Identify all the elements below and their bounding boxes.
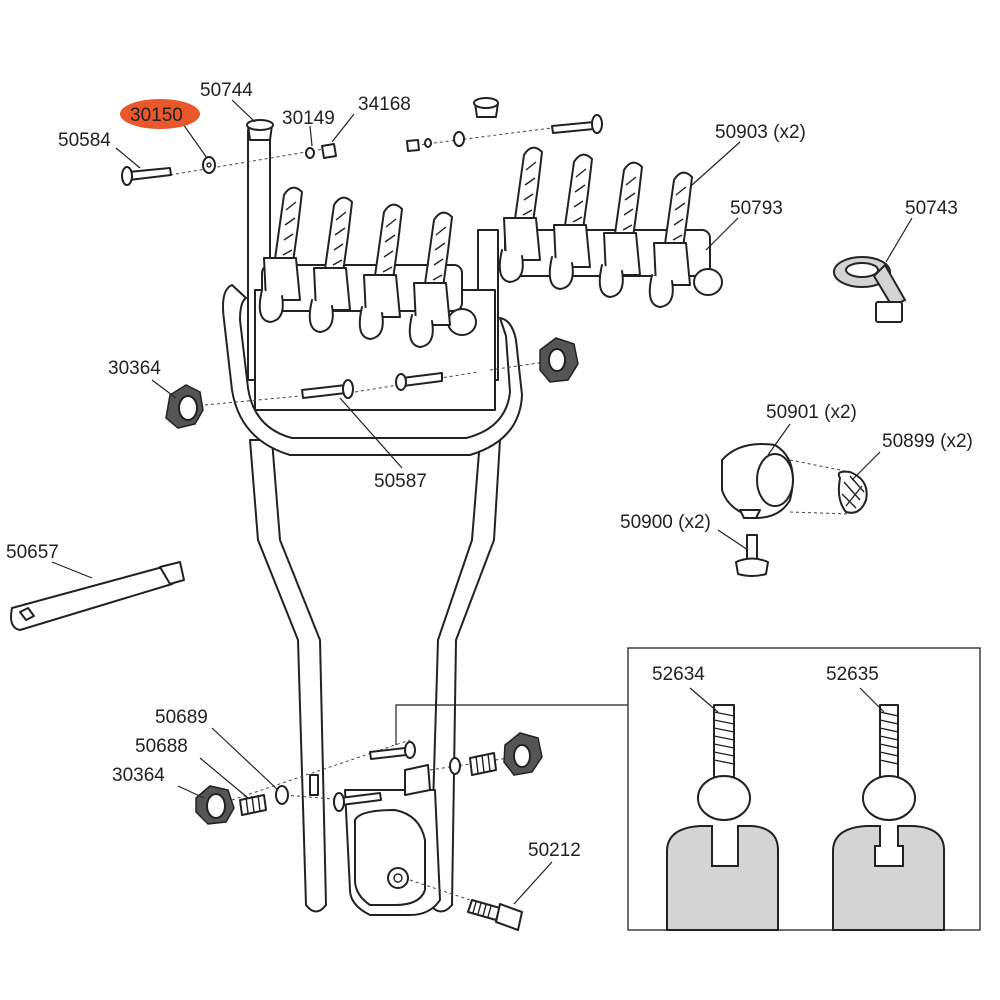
end-cap-assembly bbox=[721, 443, 868, 577]
label-50657[interactable]: 50657 bbox=[6, 542, 59, 563]
label-30364-top[interactable]: 30364 bbox=[108, 358, 161, 379]
knob-left-middle bbox=[165, 384, 204, 429]
label-50900[interactable]: 50900 (x2) bbox=[620, 512, 711, 533]
label-30364-bottom[interactable]: 30364 bbox=[112, 765, 165, 786]
wrench-part bbox=[10, 561, 185, 631]
label-50584[interactable]: 50584 bbox=[58, 130, 111, 151]
label-52634[interactable]: 52634 bbox=[652, 664, 705, 685]
label-50743[interactable]: 50743 bbox=[905, 198, 958, 219]
bolt-50212 bbox=[409, 879, 523, 931]
label-30150[interactable]: 30150 bbox=[130, 105, 183, 126]
knob-right-middle bbox=[539, 337, 579, 383]
strap-part bbox=[833, 256, 907, 323]
wheel-holders-right bbox=[498, 146, 723, 308]
top-bolt-assembly-left bbox=[121, 143, 337, 186]
label-50212[interactable]: 50212 bbox=[528, 840, 581, 861]
label-50744[interactable]: 50744 bbox=[200, 80, 253, 101]
label-50899[interactable]: 50899 (x2) bbox=[882, 431, 973, 452]
label-50793[interactable]: 50793 bbox=[730, 198, 783, 219]
label-50689[interactable]: 50689 bbox=[155, 707, 208, 728]
label-52635[interactable]: 52635 bbox=[826, 664, 879, 685]
part-labels: 50744 30150 30149 34168 50584 50903 (x2)… bbox=[6, 80, 973, 861]
highlight-badge bbox=[120, 99, 200, 129]
label-30149[interactable]: 30149 bbox=[282, 108, 335, 129]
post-caps bbox=[246, 97, 499, 141]
label-50688[interactable]: 50688 bbox=[135, 736, 188, 757]
bottom-left-knob-assembly bbox=[195, 739, 416, 825]
label-50587[interactable]: 50587 bbox=[374, 471, 427, 492]
detail-inset bbox=[395, 647, 981, 931]
label-50903[interactable]: 50903 (x2) bbox=[715, 122, 806, 143]
bottom-right-knob-assembly bbox=[429, 732, 543, 776]
middle-bolts bbox=[204, 361, 546, 406]
label-34168[interactable]: 34168 bbox=[358, 94, 411, 115]
wheel-holders-left bbox=[258, 186, 477, 348]
leader-lines bbox=[51, 99, 913, 905]
label-50901[interactable]: 50901 (x2) bbox=[766, 402, 857, 423]
top-bolt-assembly-right bbox=[406, 114, 603, 152]
